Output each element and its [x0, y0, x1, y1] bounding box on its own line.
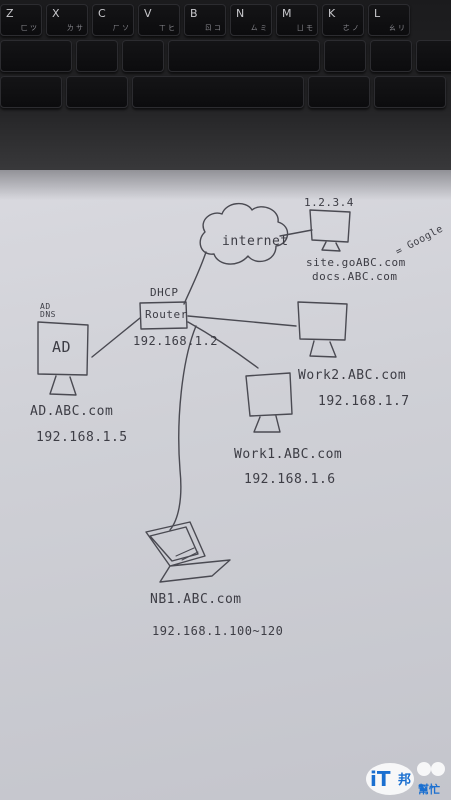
keyboard: Z ㄈ ツ X ㄌ サ C ㄏ ソ V ㄒ ヒ B ㄖ コ N ㄙ ミ M ㄩ …: [0, 0, 451, 175]
work1-host-label: Work1.ABC.com: [234, 447, 343, 462]
key-label: K: [328, 7, 336, 20]
key-sublabel: ㄙ ミ: [250, 24, 267, 32]
router-ip-label: 192.168.1.2: [133, 334, 218, 348]
key-sublabel: ㄒ ヒ: [158, 24, 175, 32]
key-label: N: [236, 7, 245, 20]
key-label: C: [98, 7, 106, 20]
key-lower: [76, 40, 118, 72]
watermark-sub2: 幫忙: [418, 783, 440, 796]
key-lower: [0, 40, 72, 72]
key-sublabel: ㄌ サ: [66, 24, 83, 32]
nb1-host-label: NB1.ABC.com: [150, 592, 242, 607]
key-m: M ㄩ モ: [276, 4, 318, 36]
internet-label: internet: [222, 234, 289, 249]
watermark-badge-icon: [366, 762, 445, 795]
key-label: Z: [6, 7, 14, 20]
key-sublabel: ㄩ モ: [296, 24, 313, 32]
key-sublabel: ㄏ ソ: [112, 24, 129, 32]
link-cloud-router: [183, 251, 207, 305]
key-sublabel: ㄖ コ: [204, 24, 221, 32]
work2-ip-label: 192.168.1.7: [318, 394, 410, 409]
key-k: K ㄜ ノ: [322, 4, 364, 36]
work1-ip-label: 192.168.1.6: [244, 472, 336, 487]
docs-host-label: docs.ABC.com: [312, 270, 398, 283]
key-v: V ㄒ ヒ: [138, 4, 180, 36]
key-lower: [132, 76, 304, 108]
key-lower: [416, 40, 451, 72]
ad-dns-label: AD DNS: [40, 302, 56, 319]
key-lower: [370, 40, 412, 72]
key-lower: [0, 76, 62, 108]
key-l: L ㄠ リ: [368, 4, 410, 36]
link-router-nb1: [169, 325, 197, 531]
work2-host-label: Work2.ABC.com: [298, 368, 407, 383]
link-router-work1: [187, 321, 259, 369]
ithome-watermark-logo: iT 邦 幫忙: [360, 755, 450, 800]
nb1-laptop-icon: [145, 521, 231, 583]
link-router-ad: [91, 317, 141, 358]
key-label: X: [52, 7, 60, 20]
key-lower: [374, 76, 446, 108]
ad-host-label: AD.ABC.com: [30, 404, 114, 419]
ad-ip-label: 192.168.1.5: [36, 430, 128, 445]
nb1-ip-label: 192.168.1.100~120: [152, 624, 284, 638]
work2-monitor-icon: [297, 301, 348, 358]
key-label: B: [190, 7, 198, 20]
key-label: L: [374, 7, 381, 20]
key-lower: [308, 76, 370, 108]
key-sublabel: ㄜ ノ: [342, 24, 359, 32]
watermark-brand: iT: [370, 767, 391, 791]
key-label: V: [144, 7, 152, 20]
router-box-icon: [139, 301, 188, 330]
key-sublabel: ㄈ ツ: [20, 24, 37, 32]
key-b: B ㄖ コ: [184, 4, 226, 36]
key-space: [168, 40, 320, 72]
work1-monitor-icon: [245, 372, 293, 433]
key-lower: [324, 40, 366, 72]
key-n: N ㄙ ミ: [230, 4, 272, 36]
key-c: C ㄏ ソ: [92, 4, 134, 36]
key-z: Z ㄈ ツ: [0, 4, 42, 36]
paper-sheet: [0, 170, 451, 800]
key-label: M: [282, 7, 292, 20]
key-sublabel: ㄠ リ: [388, 24, 405, 32]
link-router-work2: [187, 315, 297, 327]
site-monitor-icon: [309, 209, 351, 252]
key-x: X ㄌ サ: [46, 4, 88, 36]
ad-screen-label: AD: [52, 338, 72, 356]
site-ip-label: 1.2.3.4: [304, 196, 354, 209]
site-host-label: site.goABC.com: [306, 256, 406, 269]
watermark-sub: 邦: [398, 773, 412, 788]
dhcp-label: DHCP: [150, 286, 179, 299]
ad-monitor-icon: [37, 321, 89, 396]
key-lower: [122, 40, 164, 72]
link-cloud-site: [279, 229, 313, 237]
router-label: Router: [145, 308, 188, 321]
key-lower: [66, 76, 128, 108]
